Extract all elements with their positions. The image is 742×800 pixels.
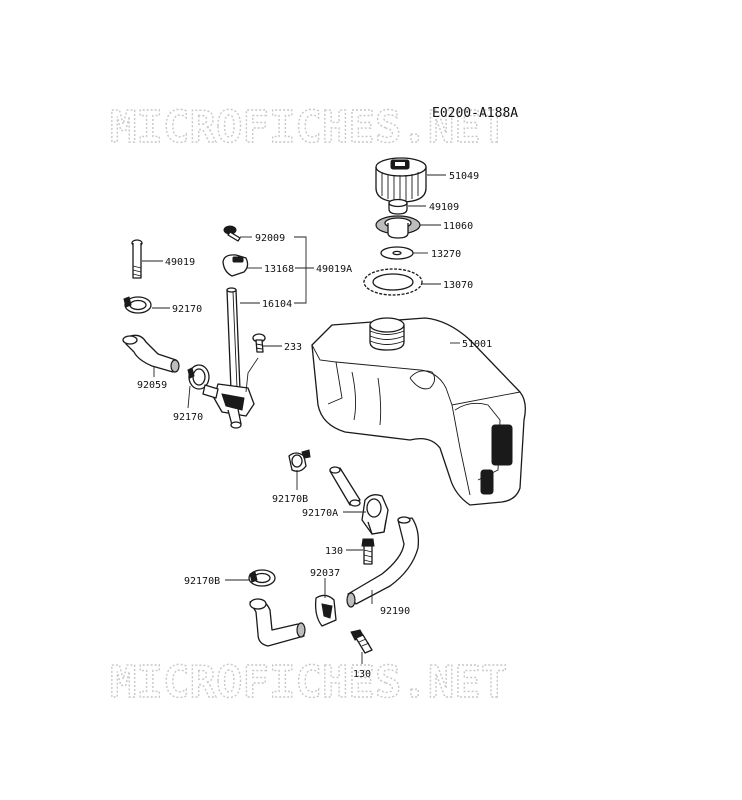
callout-51049: 51049 xyxy=(449,171,479,182)
leader-lines xyxy=(142,174,460,664)
fuel-tank-part xyxy=(311,317,526,506)
callout-13070: 13070 xyxy=(443,280,473,291)
bracket-92170A-part xyxy=(361,494,389,535)
ring-nut-part xyxy=(363,268,423,296)
callout-92170B-upper: 92170B xyxy=(272,494,308,505)
knob-13168-part xyxy=(222,254,249,277)
bolt-49019-part xyxy=(131,239,143,279)
screw-233-part xyxy=(252,333,266,353)
fuel-pipe-16104-part xyxy=(226,287,241,391)
callout-49019A: 49019A xyxy=(316,264,352,275)
clamp-92170B-lower-part xyxy=(248,569,276,587)
callout-92009: 92009 xyxy=(255,233,285,244)
callout-11060: 11060 xyxy=(443,221,473,232)
watermark-bottom: MICROFICHES.NET xyxy=(110,657,507,708)
fuel-cock-part xyxy=(202,383,255,429)
lower-hose-part xyxy=(249,598,306,647)
fuel-cap-part xyxy=(375,157,427,203)
washer-part xyxy=(380,246,414,260)
callout-49019: 49019 xyxy=(165,257,195,268)
callout-51001: 51001 xyxy=(462,339,492,350)
short-hose-part xyxy=(329,466,361,507)
bolt-130-upper-part xyxy=(361,538,375,565)
callout-92059: 92059 xyxy=(137,380,167,391)
hose-92190-part xyxy=(346,516,420,608)
callout-49109: 49109 xyxy=(429,202,459,213)
cap-packing-part xyxy=(375,215,421,239)
callout-13270: 13270 xyxy=(431,249,461,260)
reference-code: E0200-A188A xyxy=(432,106,518,121)
watermark-top: MICROFICHES.NET xyxy=(110,102,507,153)
callout-92170B-lower: 92170B xyxy=(184,576,220,587)
cap-gasket-part xyxy=(388,198,408,215)
clamp-92170B-upper-part xyxy=(288,449,311,472)
callout-92190: 92190 xyxy=(380,606,410,617)
clamp-92037-part xyxy=(314,594,337,627)
callout-16104: 16104 xyxy=(262,299,292,310)
callout-92170-lower: 92170 xyxy=(173,412,203,423)
callout-92170-top: 92170 xyxy=(172,304,202,315)
callout-130-lower: 130 xyxy=(353,669,371,680)
callout-130-upper: 130 xyxy=(325,546,343,557)
callout-92170A: 92170A xyxy=(302,508,338,519)
screw-92009-part xyxy=(223,225,241,242)
callout-92037: 92037 xyxy=(310,568,340,579)
bolt-130-lower-part xyxy=(350,629,373,654)
clamp-92170-top-part xyxy=(123,296,152,314)
hose-92059-part xyxy=(122,334,180,373)
callout-13168: 13168 xyxy=(264,264,294,275)
callout-233: 233 xyxy=(284,342,302,353)
clamp-92170-lower-part xyxy=(187,364,210,390)
